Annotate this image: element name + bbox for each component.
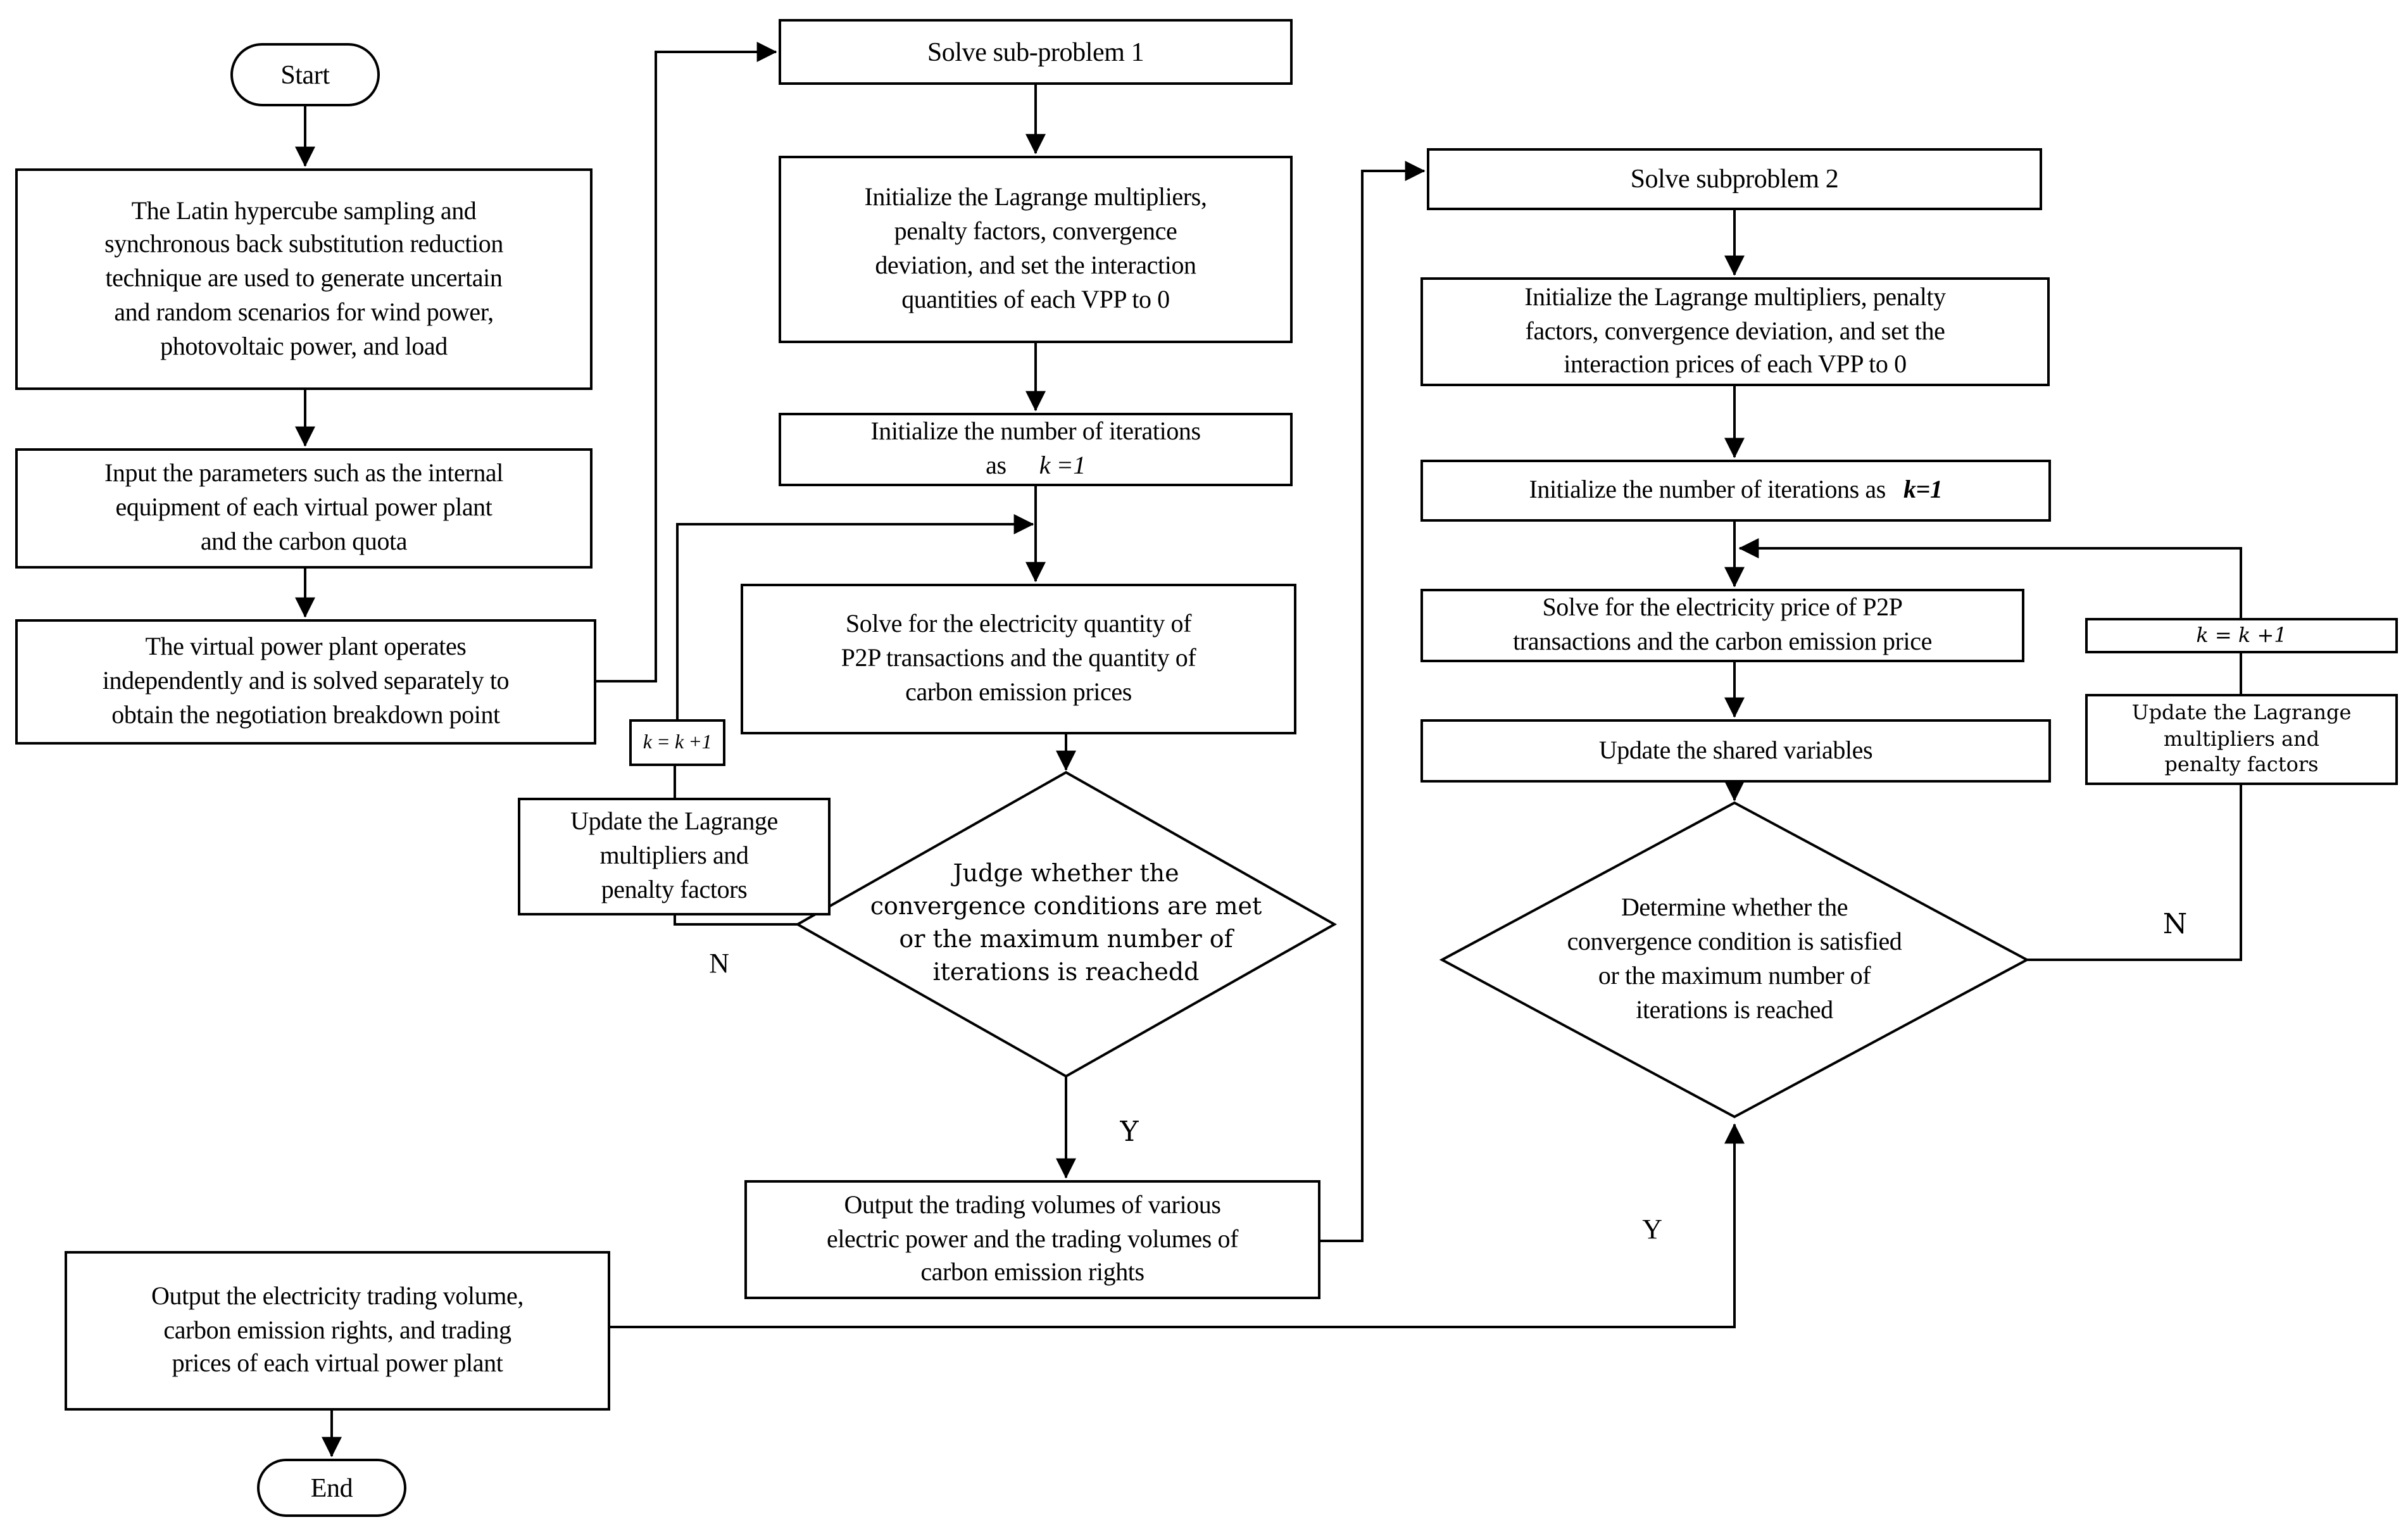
edge-yes2-long-line <box>610 1123 1745 1328</box>
text-line: Output the electricity trading volume, <box>151 1282 524 1311</box>
text-line: Update the Lagrange <box>570 808 778 836</box>
solve-subproblem2-box: Solve subproblem 2 <box>1427 148 2042 210</box>
text-line: multipliers and <box>599 842 749 871</box>
update-lagrange-2-box: Update the Lagrange multipliers and pena… <box>2085 694 2398 785</box>
end-terminal: End <box>257 1459 406 1517</box>
text-line: P2P transactions and the quantity of <box>841 645 1196 673</box>
text-line: interaction prices of each VPP to 0 <box>1564 351 1907 379</box>
text-line: factors, convergence deviation, and set … <box>1525 317 1945 346</box>
judge-convergence-1-text: Judge whether the convergence conditions… <box>825 838 1307 1010</box>
initialize-lagrange-2-box: Initialize the Lagrange multipliers, pen… <box>1420 277 2050 386</box>
k-increment-1-equation: k = k +1 <box>643 731 712 753</box>
initialize-iterations-2-box: Initialize the number of iterations as k=… <box>1420 460 2051 522</box>
judge-convergence-2-text: Determine whether the convergence condit… <box>1507 875 1962 1045</box>
text-line: The Latin hypercube sampling and <box>131 197 477 225</box>
branch-label-yes-1: Y <box>1120 1117 1139 1148</box>
text-line: carbon emission rights, and trading <box>163 1316 511 1345</box>
text-line: Determine whether the <box>1621 894 1848 922</box>
text-line: as k =1 <box>986 450 1086 484</box>
text-line: Judge whether the <box>953 860 1179 888</box>
latin-hypercube-box: The Latin hypercube sampling and synchro… <box>15 168 593 390</box>
update-shared-label: Update the shared variables <box>1598 736 1873 765</box>
initialize-iterations-1-box: Initialize the number of iterations as k … <box>779 413 1293 486</box>
iterations-2-label: Initialize the number of iterations as <box>1529 476 1886 505</box>
text-line: Initialize the number of iterations as k=… <box>1529 474 1942 508</box>
text-line: equipment of each virtual power plant <box>115 494 492 522</box>
start-label: Start <box>280 59 330 90</box>
k-increment-1-box: k = k +1 <box>629 719 725 766</box>
branch-label-no-1: N <box>709 947 729 979</box>
judge-convergence-1-diamond <box>794 770 1338 1078</box>
text-line: carbon emission rights <box>920 1259 1144 1287</box>
text-line: penalty factors, convergence <box>894 218 1177 246</box>
text-line: penalty factors <box>601 876 748 904</box>
text-line: Output the trading volumes of various <box>844 1191 1221 1219</box>
k-increment-2-equation: k = k +1 <box>2196 623 2287 648</box>
end-label: End <box>310 1472 353 1503</box>
text-line: convergence condition is satisfied <box>1567 928 1902 957</box>
output-final-box: Output the electricity trading volume, c… <box>65 1251 610 1411</box>
text-line: prices of each virtual power plant <box>172 1350 503 1378</box>
edge-vpp-to-sub1 <box>596 42 777 682</box>
text-line: and the carbon quota <box>200 527 408 556</box>
text-line: Initialize the Lagrange multipliers, <box>864 184 1207 212</box>
input-parameters-box: Input the parameters such as the interna… <box>15 448 593 569</box>
text-line: Initialize the Lagrange multipliers, pen… <box>1524 283 1946 311</box>
text-line: and random scenarios for wind power, <box>114 298 494 327</box>
text-line: electric power and the trading volumes o… <box>826 1225 1238 1254</box>
text-line: The virtual power plant operates <box>145 633 467 662</box>
text-line: quantities of each VPP to 0 <box>901 286 1170 314</box>
text-line: Update the Lagrange <box>2131 700 2352 724</box>
iterations-1-equation: k =1 <box>1039 452 1086 480</box>
text-line: convergence conditions are met <box>870 893 1262 921</box>
text-line: technique are used to generate uncertain <box>105 265 503 293</box>
text-line: carbon emission prices <box>905 678 1132 707</box>
solve-electricity-quantity-box: Solve for the electricity quantity of P2… <box>741 584 1296 734</box>
solve-subproblem1-label: Solve sub-problem 1 <box>927 36 1144 67</box>
iterations-1-as: as <box>986 452 1006 480</box>
initialize-lagrange-1-box: Initialize the Lagrange multipliers, pen… <box>779 156 1293 343</box>
iterations-2-equation: k=1 <box>1903 476 1943 505</box>
output-trading-volumes-box: Output the trading volumes of various el… <box>744 1180 1320 1299</box>
text-line: multipliers and <box>2163 726 2320 751</box>
edge-judge1-no-branch <box>674 915 798 926</box>
text-line: Initialize the number of iterations <box>870 418 1201 446</box>
update-shared-variables-box: Update the shared variables <box>1420 719 2051 783</box>
text-line: iterations is reachedd <box>932 958 1200 986</box>
text-line: synchronous back substitution reduction <box>104 230 503 259</box>
branch-label-yes-2: Y <box>1642 1213 1662 1245</box>
start-terminal: Start <box>230 43 380 106</box>
solve-subproblem1-box: Solve sub-problem 1 <box>779 19 1293 85</box>
text-line: iterations is reached <box>1636 996 1833 1024</box>
text-line: photovoltaic power, and load <box>160 332 448 361</box>
text-line: obtain the negotiation breakdown point <box>111 701 500 729</box>
judge-convergence-2-diamond <box>1439 801 2030 1119</box>
k-increment-2-box: k = k +1 <box>2085 618 2398 653</box>
solve-electricity-price-box: Solve for the electricity price of P2P t… <box>1420 589 2024 662</box>
text-line: independently and is solved separately t… <box>102 667 510 696</box>
update-lagrange-1-box: Update the Lagrange multipliers and pena… <box>518 798 831 915</box>
text-line: transactions and the carbon emission pri… <box>1513 628 1932 656</box>
solve-subproblem2-label: Solve subproblem 2 <box>1630 163 1839 194</box>
edge-outputvol-to-sub2 <box>1320 161 1426 1242</box>
text-line: Solve for the electricity price of P2P <box>1542 594 1903 622</box>
text-line: penalty factors <box>2164 752 2319 777</box>
edge-loop1-rejoin <box>676 514 1034 719</box>
text-line: deviation, and set the interaction <box>875 252 1196 280</box>
text-line: Solve for the electricity quantity of <box>845 610 1192 639</box>
vpp-independent-box: The virtual power plant operates indepen… <box>15 619 596 745</box>
text-line: or the maximum number of <box>1598 962 1871 990</box>
text-line: Input the parameters such as the interna… <box>104 460 503 488</box>
branch-label-no-2: N <box>2162 909 2188 941</box>
text-line: or the maximum number of <box>899 926 1233 953</box>
